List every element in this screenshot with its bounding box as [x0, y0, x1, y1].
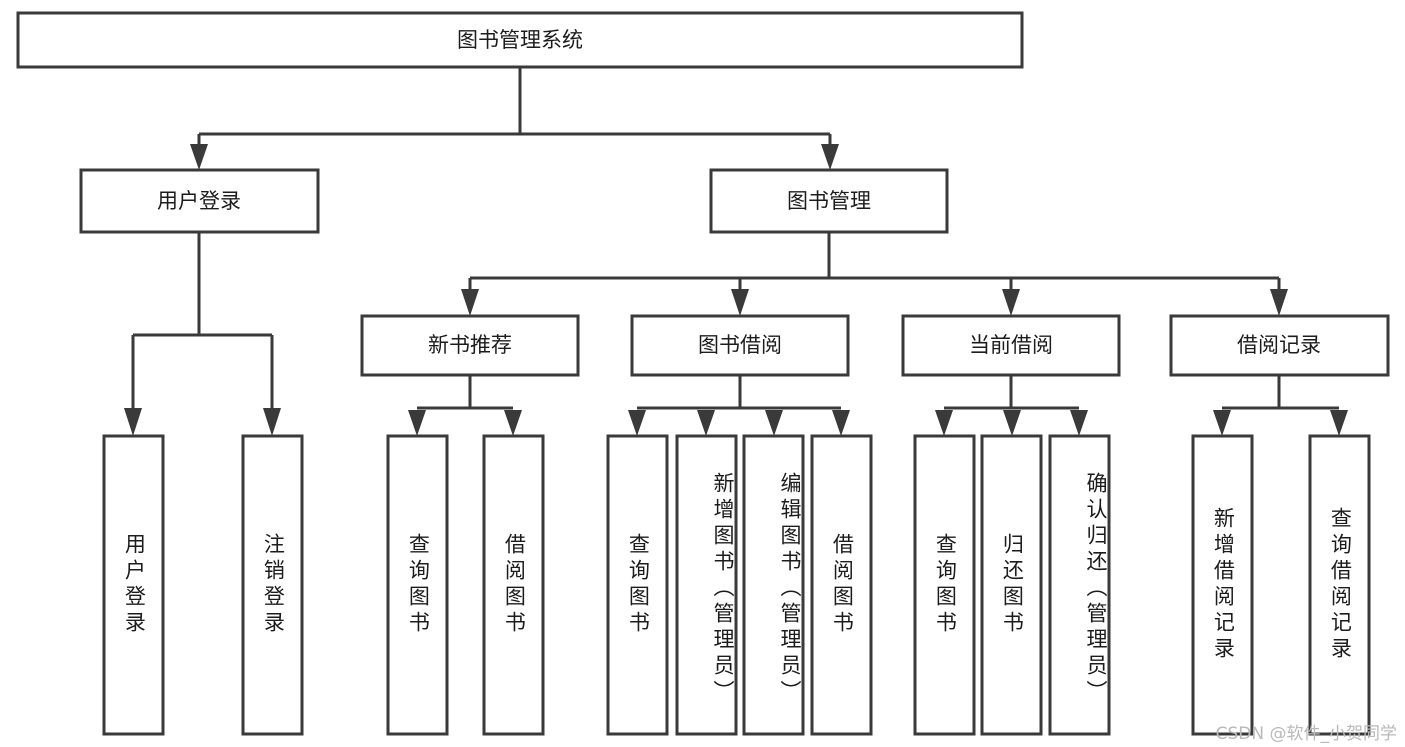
node-book-management[interactable]: 图书管理: [709, 168, 949, 234]
node-new-book-recommend-label: 新书推荐: [428, 333, 512, 357]
node-book-borrow-label: 图书借阅: [698, 333, 782, 357]
arrow-head-icon: [765, 410, 783, 436]
node-user-login-box[interactable]: [79, 168, 320, 234]
node-book-borrow-box[interactable]: [630, 314, 850, 377]
node-current-borrow-label: 当前借阅: [969, 333, 1053, 357]
leaf-box-add-book-admin[interactable]: [675, 434, 738, 736]
leaf-box-confirm-return-admin[interactable]: [1048, 434, 1111, 736]
node-new-book-recommend-box[interactable]: [360, 314, 580, 377]
node-new-book-recommend[interactable]: 新书推荐: [360, 314, 580, 377]
arrow-head-icon: [1002, 289, 1020, 316]
arrow-head-icon: [628, 410, 646, 436]
node-root-box[interactable]: [16, 11, 1024, 69]
leaf-box-query-book-2[interactable]: [606, 434, 669, 736]
arrow-head-icon: [1070, 410, 1088, 436]
connector-root-to-level2: [190, 67, 839, 170]
node-root-label: 图书管理系统: [457, 28, 583, 52]
node-user-login-label: 用户登录: [157, 189, 241, 213]
node-current-borrow-box[interactable]: [901, 314, 1121, 377]
node-book-management-box[interactable]: [709, 168, 949, 234]
leaf-box-edit-book-admin[interactable]: [742, 434, 805, 736]
arrow-head-icon: [1270, 289, 1288, 316]
connector-bookmgmt-to-level3: [461, 232, 1288, 316]
connector-borrow-to-leaves: [628, 375, 850, 436]
arrow-head-icon: [461, 289, 479, 316]
node-user-login[interactable]: 用户登录: [79, 168, 320, 234]
leaf-boxes: [102, 434, 1371, 736]
node-book-management-label: 图书管理: [787, 189, 871, 213]
arrow-head-icon: [832, 410, 850, 436]
arrow-head-icon: [190, 144, 208, 170]
leaf-box-query-borrow-record[interactable]: [1308, 434, 1371, 736]
watermark-text: CSDN @软件_小贺同学: [1215, 724, 1397, 744]
leaf-box-logout[interactable]: [241, 434, 304, 736]
leaf-box-borrow-book-2[interactable]: [810, 434, 873, 736]
node-borrow-record-box[interactable]: [1169, 314, 1390, 377]
leaf-box-add-borrow-record[interactable]: [1191, 434, 1254, 736]
connector-borrowrecord-to-leaves: [1213, 375, 1348, 436]
arrow-head-icon: [124, 408, 142, 436]
node-book-borrow[interactable]: 图书借阅: [630, 314, 850, 377]
leaf-box-borrow-book-1[interactable]: [482, 434, 545, 736]
leaf-box-query-book-3[interactable]: [913, 434, 976, 736]
arrow-head-icon: [697, 410, 715, 436]
leaf-box-query-book-1[interactable]: [386, 434, 449, 736]
node-borrow-record[interactable]: 借阅记录: [1169, 314, 1390, 377]
arrow-head-icon: [263, 408, 281, 436]
arrow-head-icon: [1213, 410, 1231, 436]
arrow-head-icon: [1330, 410, 1348, 436]
arrow-head-icon: [821, 144, 839, 170]
node-borrow-record-label: 借阅记录: [1237, 333, 1321, 357]
connector-userlogin-to-leaves: [124, 232, 281, 436]
connector-newbook-to-leaves: [408, 375, 522, 436]
connector-currentborrow-to-leaves: [935, 375, 1088, 436]
leaf-box-return-book[interactable]: [980, 434, 1043, 736]
node-current-borrow[interactable]: 当前借阅: [901, 314, 1121, 377]
arrow-head-icon: [504, 410, 522, 436]
node-root[interactable]: 图书管理系统: [16, 11, 1024, 69]
leaf-box-user-login[interactable]: [102, 434, 165, 736]
arrow-head-icon: [1003, 410, 1021, 436]
arrow-head-icon: [731, 289, 749, 316]
arrow-head-icon: [935, 410, 953, 436]
arrow-head-icon: [408, 410, 426, 436]
